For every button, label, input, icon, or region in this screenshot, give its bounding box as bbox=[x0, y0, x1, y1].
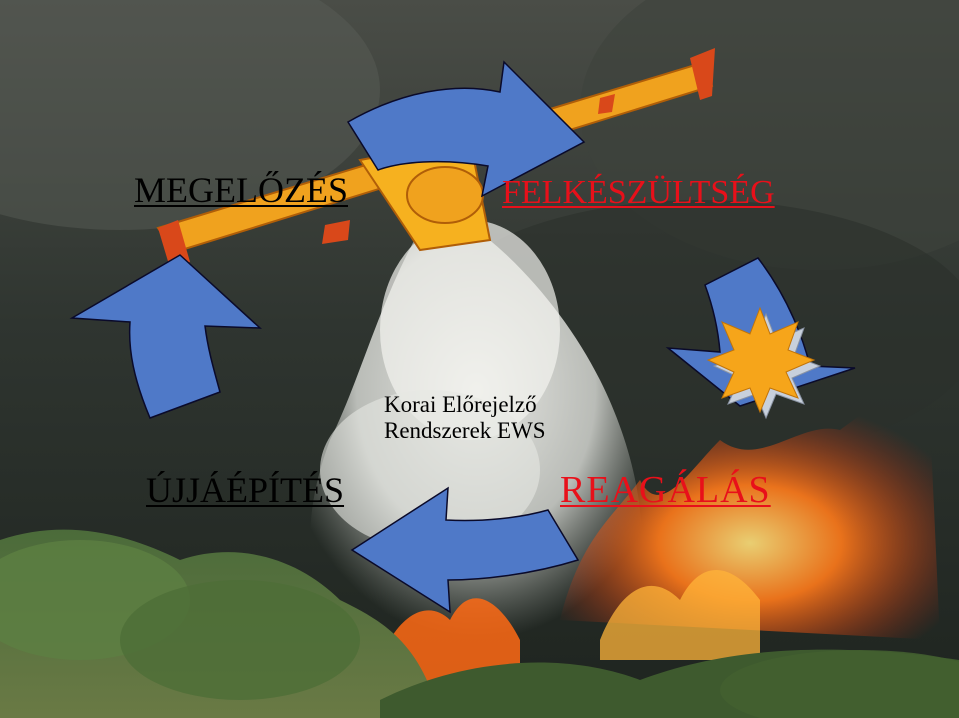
phase-label-felkeszultseg: FELKÉSZÜLTSÉG bbox=[502, 174, 775, 211]
arrow-megelozes-to-felkeszultseg bbox=[346, 60, 586, 198]
phase-label-ujjaepites: ÚJJÁÉPÍTÉS bbox=[146, 470, 345, 510]
arrow-reagalas-to-ujjaepites bbox=[350, 486, 580, 614]
ews-center-note: Korai Előrejelző Rendszerek EWS bbox=[384, 392, 546, 444]
ews-line-2: Rendszerek EWS bbox=[384, 418, 546, 443]
ews-line-1: Korai Előrejelző bbox=[384, 392, 537, 417]
arrow-ujjaepites-to-megelozes bbox=[69, 254, 263, 419]
explosion-star-icon bbox=[706, 306, 822, 420]
phase-label-reagalas: REAGÁLÁS bbox=[560, 469, 771, 511]
phase-label-megelozes: MEGELŐZÉS bbox=[134, 170, 348, 210]
